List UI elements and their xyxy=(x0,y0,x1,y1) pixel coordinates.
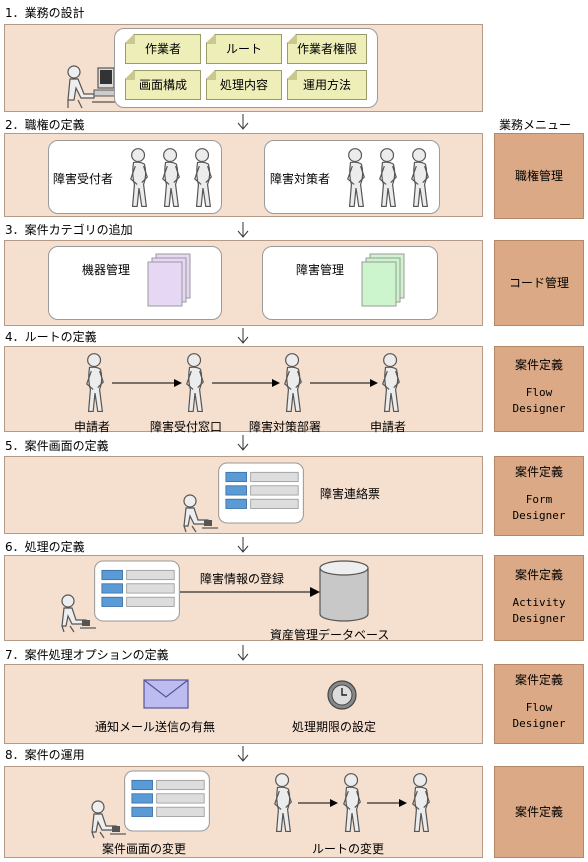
menu-box-flow-designer[interactable]: 案件定義 Flow Designer xyxy=(494,346,584,432)
menu-tool-line: Designer xyxy=(512,612,566,625)
document-stack-icon xyxy=(147,253,191,307)
menu-box-activity-designer[interactable]: 案件定義 Activity Designer xyxy=(494,555,584,641)
design-note: 作業者権限 xyxy=(287,34,367,64)
menu-box-case-definition[interactable]: 案件定義 xyxy=(494,766,584,858)
menu-box-flow-designer[interactable]: 案件定義 Flow Designer xyxy=(494,664,584,744)
person-icon xyxy=(410,770,432,836)
process-arrow-icon xyxy=(180,587,320,597)
menu-tool-line: Designer xyxy=(512,509,566,522)
menu-tool-line: Form xyxy=(525,493,553,506)
role-label-b: 障害対策者 xyxy=(270,172,331,186)
category-label-a: 機器管理 xyxy=(82,263,131,277)
change-label: ルートの変更 xyxy=(312,842,385,856)
flow-arrow-down-icon xyxy=(237,435,249,451)
route-arrow-icon xyxy=(298,799,338,807)
route-node-label: 障害対策部署 xyxy=(249,420,322,434)
section-title-1: 1．業務の設計 xyxy=(5,6,85,20)
menu-tool-line: Activity xyxy=(512,596,566,609)
section-8-band xyxy=(4,766,483,858)
section-title-5: 5．案件画面の定義 xyxy=(5,439,109,453)
person-icon xyxy=(341,770,363,836)
database-icon xyxy=(319,560,369,622)
menu-box-code-admin[interactable]: コード管理 xyxy=(494,240,584,326)
section-title-7: 7．案件処理オプションの定義 xyxy=(5,648,169,662)
role-label-a: 障害受付者 xyxy=(53,172,114,186)
flow-arrow-down-icon xyxy=(237,222,249,238)
person-icon xyxy=(282,350,304,416)
person-icon xyxy=(128,145,150,211)
menu-tool-line: Designer xyxy=(512,717,566,730)
menu-header: 業務メニュー xyxy=(499,118,572,132)
route-arrow-icon xyxy=(310,379,378,387)
menu-title: 案件定義 xyxy=(514,568,563,582)
flow-arrow-down-icon xyxy=(237,328,249,344)
menu-tool-line: Designer xyxy=(512,402,566,415)
menu-tool-line: Flow xyxy=(525,701,553,714)
design-note: 運用方法 xyxy=(287,70,367,100)
design-note: ルート xyxy=(206,34,282,64)
form-screen-icon xyxy=(122,770,212,832)
option-label: 処理期限の設定 xyxy=(292,720,377,734)
route-arrow-icon xyxy=(212,379,280,387)
menu-title: 案件定義 xyxy=(514,805,563,819)
flow-arrow-down-icon xyxy=(237,645,249,661)
person-icon xyxy=(272,770,294,836)
route-arrow-icon xyxy=(112,379,182,387)
person-icon xyxy=(192,145,214,211)
design-note: 作業者 xyxy=(125,34,201,64)
category-card-a xyxy=(48,246,222,320)
mail-icon xyxy=(143,679,189,709)
menu-title: 案件定義 xyxy=(514,358,563,372)
menu-title: 職権管理 xyxy=(514,169,563,183)
option-label: 通知メール送信の有無 xyxy=(95,720,216,734)
person-icon xyxy=(184,350,206,416)
person-icon xyxy=(84,350,106,416)
section-title-4: 4．ルートの定義 xyxy=(5,330,97,344)
menu-title: 案件定義 xyxy=(514,465,563,479)
form-screen-icon xyxy=(92,560,182,622)
section-6-band xyxy=(4,555,483,641)
person-icon xyxy=(377,145,399,211)
menu-title: 案件定義 xyxy=(514,673,563,687)
flow-arrow-down-icon xyxy=(237,746,249,762)
document-stack-icon xyxy=(361,253,405,307)
category-label-b: 障害管理 xyxy=(296,263,345,277)
menu-box-role-admin[interactable]: 職権管理 xyxy=(494,133,584,219)
flow-arrow-down-icon xyxy=(237,537,249,553)
person-icon xyxy=(380,350,402,416)
section-7-band xyxy=(4,664,483,744)
section-title-3: 3．案件カテゴリの追加 xyxy=(5,223,133,237)
menu-title: コード管理 xyxy=(508,276,569,290)
section-4-band xyxy=(4,346,483,432)
form-screen-icon xyxy=(216,462,306,524)
person-icon xyxy=(345,145,367,211)
route-node-label: 障害受付窓口 xyxy=(150,420,223,434)
design-note: 画面構成 xyxy=(125,70,201,100)
person-icon xyxy=(160,145,182,211)
design-note: 処理内容 xyxy=(206,70,282,100)
user-at-desk-icon xyxy=(180,494,220,534)
section-title-8: 8．案件の運用 xyxy=(5,748,85,762)
menu-box-form-designer[interactable]: 案件定義 Form Designer xyxy=(494,456,584,536)
menu-tool-line: Flow xyxy=(525,386,553,399)
clock-icon xyxy=(327,680,357,710)
database-label: 資産管理データベース xyxy=(270,628,390,642)
category-card-b xyxy=(262,246,438,320)
change-label: 案件画面の変更 xyxy=(102,842,187,856)
form-label: 障害連絡票 xyxy=(320,487,381,501)
route-node-label: 申請者 xyxy=(370,420,407,434)
section-title-2: 2．職権の定義 xyxy=(5,118,85,132)
flow-arrow-down-icon xyxy=(237,114,249,130)
process-action-label: 障害情報の登録 xyxy=(200,572,285,586)
route-node-label: 申請者 xyxy=(74,420,111,434)
route-arrow-icon xyxy=(367,799,407,807)
person-icon xyxy=(409,145,431,211)
section-title-6: 6．処理の定義 xyxy=(5,540,85,554)
